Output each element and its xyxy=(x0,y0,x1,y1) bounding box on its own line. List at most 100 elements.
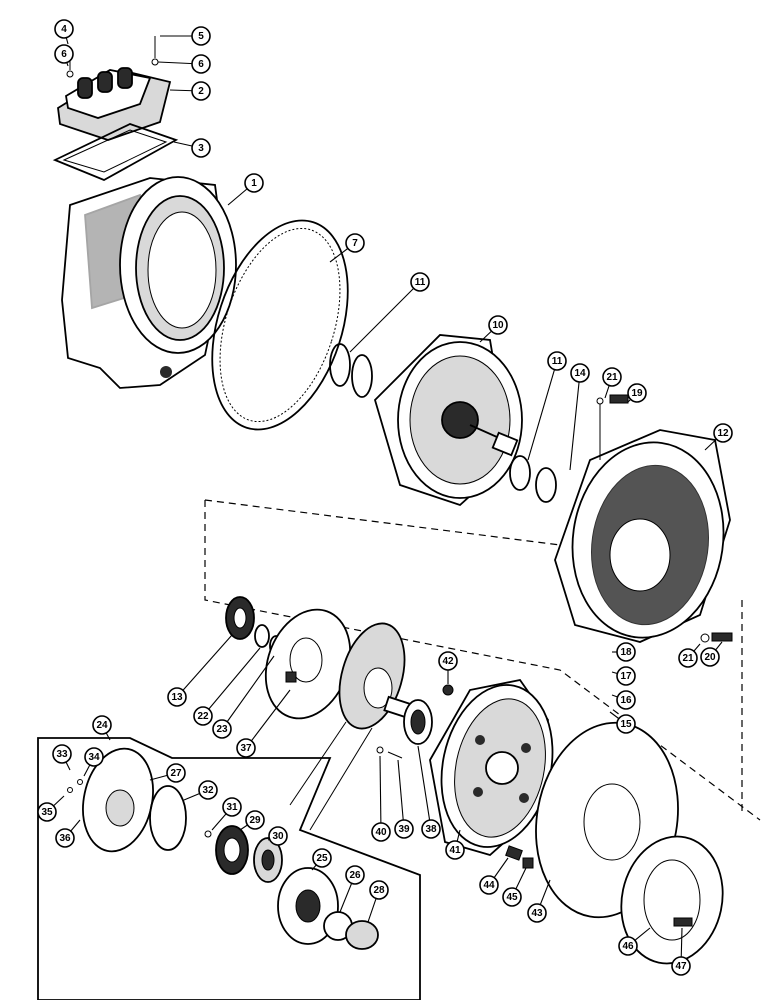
callout-7: 7 xyxy=(345,233,365,253)
callout-circle xyxy=(616,642,636,662)
callout-circle xyxy=(193,706,213,726)
callout-circle xyxy=(627,383,647,403)
transmission-housing-part xyxy=(61,176,237,389)
callout-circle xyxy=(369,880,389,900)
callout-number: 1 xyxy=(251,178,257,189)
callout-number: 32 xyxy=(202,785,214,796)
callout-circle xyxy=(438,651,458,671)
callout-5: 5 xyxy=(191,26,211,46)
leader-line-40 xyxy=(379,755,382,833)
callout-number: 26 xyxy=(349,870,361,881)
callout-circle xyxy=(92,715,112,735)
callout-circle xyxy=(547,351,567,371)
callout-number: 40 xyxy=(375,827,387,838)
callout-number: 12 xyxy=(717,428,729,439)
callout-circle xyxy=(616,714,636,734)
callout-number: 38 xyxy=(425,824,437,835)
seal-38-part xyxy=(403,699,433,745)
callout-33: 33 xyxy=(52,744,72,764)
callout-circle xyxy=(410,272,430,292)
callout-circle xyxy=(198,780,218,800)
callout-42: 42 xyxy=(438,651,458,671)
callout-number: 31 xyxy=(226,802,238,813)
callout-22: 22 xyxy=(193,706,213,726)
callout-number: 3 xyxy=(198,143,204,154)
callout-number: 6 xyxy=(198,59,204,70)
callout-2: 2 xyxy=(191,81,211,101)
callout-3: 3 xyxy=(191,138,211,158)
callout-circle xyxy=(84,747,104,767)
callout-circle xyxy=(602,367,622,387)
callout-number: 5 xyxy=(198,31,204,42)
callout-number: 43 xyxy=(531,908,543,919)
callout-number: 34 xyxy=(88,752,100,763)
callout-circle xyxy=(37,802,57,822)
callout-number: 42 xyxy=(442,656,454,667)
callout-number: 21 xyxy=(682,653,694,664)
valve-body-part xyxy=(57,36,172,141)
callout-circle xyxy=(345,865,365,885)
callout-27: 27 xyxy=(166,763,186,783)
leader-line-14 xyxy=(569,372,581,471)
callout-number: 14 xyxy=(574,368,586,379)
callout-circle xyxy=(371,822,391,842)
callout-circle xyxy=(345,233,365,253)
callout-14: 14 xyxy=(570,363,590,383)
callout-circle xyxy=(191,81,211,101)
callout-12: 12 xyxy=(713,423,733,443)
callout-number: 10 xyxy=(492,320,504,331)
leader-line-11 xyxy=(527,360,558,461)
callout-21: 21 xyxy=(602,367,622,387)
callout-circle xyxy=(618,936,638,956)
callout-circle xyxy=(54,44,74,64)
callout-number: 22 xyxy=(197,711,209,722)
callout-number: 20 xyxy=(704,652,716,663)
callout-circle xyxy=(488,315,508,335)
callout-number: 17 xyxy=(620,671,632,682)
callout-number: 29 xyxy=(249,815,261,826)
leader-line-38 xyxy=(417,745,432,830)
callout-circle xyxy=(312,848,332,868)
callout-circle xyxy=(527,903,547,923)
torque-converter-part xyxy=(373,334,523,507)
callout-13: 13 xyxy=(167,687,187,707)
callout-38: 38 xyxy=(421,819,441,839)
callout-20: 20 xyxy=(700,647,720,667)
leader-line-11 xyxy=(349,281,421,353)
callout-28: 28 xyxy=(369,880,389,900)
callout-circle xyxy=(212,719,232,739)
converter-housing-part xyxy=(554,394,733,643)
callout-number: 6 xyxy=(61,49,67,60)
callout-36: 36 xyxy=(55,828,75,848)
callout-circle xyxy=(616,666,636,686)
callout-23: 23 xyxy=(212,719,232,739)
callout-47: 47 xyxy=(671,956,691,976)
callout-circle xyxy=(616,690,636,710)
callout-11: 11 xyxy=(547,351,567,371)
callout-number: 27 xyxy=(170,768,182,779)
callout-41: 41 xyxy=(445,840,465,860)
o-rings-left-part xyxy=(329,343,373,398)
ring-plate-part xyxy=(620,835,724,965)
callout-40: 40 xyxy=(371,822,391,842)
callout-4: 4 xyxy=(54,19,74,39)
callout-number: 11 xyxy=(415,277,426,288)
callout-circle xyxy=(421,819,441,839)
callout-number: 19 xyxy=(631,388,643,399)
callout-number: 30 xyxy=(272,831,284,842)
callout-circle xyxy=(166,763,186,783)
callout-circle xyxy=(394,819,414,839)
callout-number: 18 xyxy=(620,647,632,658)
callout-circle xyxy=(191,138,211,158)
seal-and-rings-part xyxy=(225,596,283,657)
callout-10: 10 xyxy=(488,315,508,335)
callout-25: 25 xyxy=(312,848,332,868)
callout-circle xyxy=(55,828,75,848)
callout-circle xyxy=(268,826,288,846)
callout-39: 39 xyxy=(394,819,414,839)
callout-34: 34 xyxy=(84,747,104,767)
callout-number: 28 xyxy=(373,885,385,896)
callout-number: 46 xyxy=(622,941,634,952)
callout-16: 16 xyxy=(616,690,636,710)
callout-46: 46 xyxy=(618,936,638,956)
